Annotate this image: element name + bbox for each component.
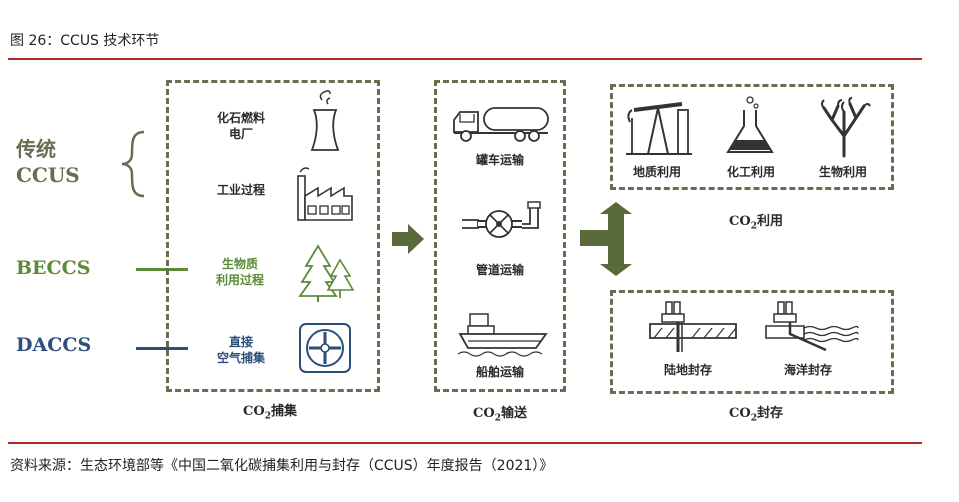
transport-caption: CO2输送 — [473, 406, 527, 424]
storage-caption: CO2封存 — [729, 406, 783, 424]
beccs-connector — [136, 268, 188, 271]
traditional-line1: 传统 — [16, 137, 56, 161]
factory-icon — [297, 167, 353, 221]
traditional-ccus-label: 传统 CCUS — [16, 136, 80, 188]
storage-item-1-label: 陆地封存 — [663, 363, 712, 377]
capture-item-4-label: 直接 空气捕集 — [216, 335, 265, 365]
fan-icon — [299, 323, 351, 373]
source-note: 资料来源：生态环境部等《中国二氧化碳捕集利用与封存（CCUS）年度报告（2021… — [10, 458, 554, 474]
pipeline-valve-icon — [462, 201, 541, 238]
brace-icon — [121, 130, 145, 198]
tanker-truck-icon — [453, 107, 549, 142]
utilization-box — [610, 84, 894, 190]
transport-item-2-label: 管道运输 — [475, 263, 524, 277]
storage-box — [610, 290, 894, 394]
flask-icon — [726, 96, 774, 153]
capture-caption: CO2捕集 — [243, 404, 297, 422]
transport-box — [434, 80, 566, 392]
daccs-label: DACCS — [16, 334, 92, 356]
utilization-item-3-label: 生物利用 — [818, 165, 867, 179]
utilization-item-2-label: 化工利用 — [726, 165, 775, 179]
bottom-rule — [8, 442, 922, 444]
transport-item-1-label: 罐车运输 — [475, 153, 524, 167]
split-arrow-icon — [580, 202, 632, 276]
right-arrow-icon — [392, 224, 424, 254]
ship-icon — [457, 313, 548, 357]
land-storage-icon — [649, 301, 737, 352]
top-rule — [8, 58, 922, 60]
utilization-item-1-label: 地质利用 — [632, 165, 681, 179]
ocean-storage-icon — [765, 301, 859, 352]
beccs-label: BECCS — [16, 257, 91, 279]
daccs-connector — [136, 347, 188, 350]
oil-pump-icon — [626, 102, 692, 155]
transport-item-3-label: 船舶运输 — [475, 365, 524, 379]
capture-item-3-label: 生物质 利用过程 — [215, 257, 264, 287]
cooling-tower-icon — [310, 90, 340, 151]
traditional-line2: CCUS — [16, 163, 80, 187]
utilization-caption: CO2利用 — [729, 214, 783, 232]
trees-icon — [298, 244, 355, 302]
coral-icon — [821, 97, 871, 158]
capture-box — [166, 80, 380, 392]
capture-item-2-label: 工业过程 — [216, 183, 265, 197]
capture-item-1-label: 化石燃料 电厂 — [216, 111, 265, 141]
figure-caption: 图 26：CCUS 技术环节 — [10, 33, 160, 49]
storage-item-2-label: 海洋封存 — [783, 363, 832, 377]
